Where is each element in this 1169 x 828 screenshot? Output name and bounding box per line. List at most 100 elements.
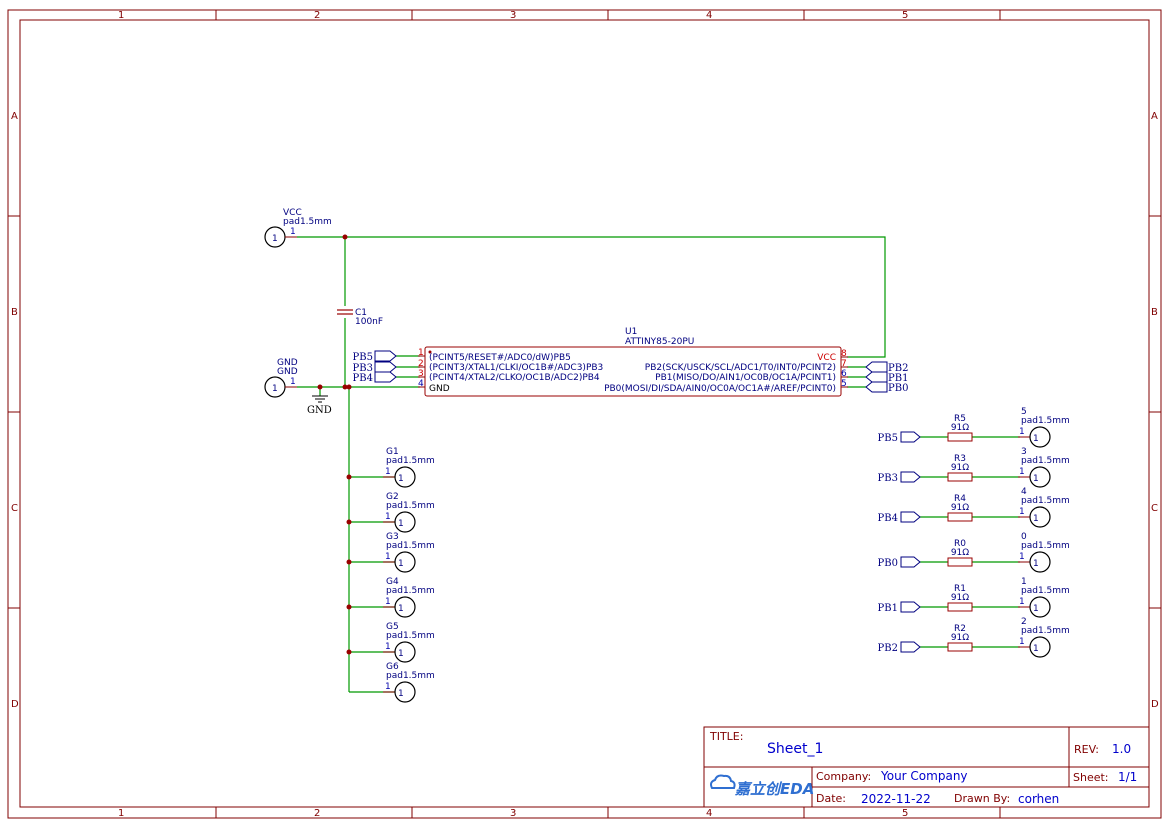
zone-column-label: 2 [314, 10, 320, 21]
ic-u1[interactable]: U1 ATTINY85-20PU 1 2 3 4 8 7 6 5 (PCINT5… [418, 327, 848, 397]
net-flag-label: PB4 [878, 513, 898, 524]
ground-pad-pin: 1 [385, 642, 391, 652]
gnd-pad-value: GND [277, 367, 298, 377]
led-pad-pin: 1 [1019, 637, 1025, 647]
net-flag[interactable]: PB3 [353, 361, 397, 374]
resistor-ref: R5 [954, 414, 966, 424]
u1-pin-name: (PCINT4/XTAL2/CLKO/OC1B/ADC2)PB4 [429, 373, 600, 383]
led-pad-value: pad1.5mm [1021, 586, 1070, 596]
u1-ref: U1 [625, 327, 637, 337]
led-pad-pin: 1 [1019, 467, 1025, 477]
ground-pad-label: 1 [398, 519, 404, 529]
u1-pin-num: 1 [418, 348, 424, 358]
net-flag[interactable]: PB4 [878, 511, 921, 524]
led-pad-label: 1 [1033, 644, 1039, 654]
u1-pin-name: VCC [817, 353, 836, 363]
zone-column-label: 5 [902, 10, 908, 21]
date-value: 2022-11-22 [861, 792, 931, 806]
net-flag[interactable]: PB1 [878, 601, 921, 614]
ground-pad-pin: 1 [385, 597, 391, 607]
ground-pad-value: pad1.5mm [386, 631, 435, 641]
capacitor-c1[interactable]: C1 100nF [337, 308, 383, 327]
resistor-ref: R1 [954, 584, 966, 594]
gnd-pad-pin: 1 [290, 377, 296, 387]
led-pad-pin: 1 [1019, 427, 1025, 437]
zone-row-label: D [11, 699, 19, 710]
led-pad-value: pad1.5mm [1021, 541, 1070, 551]
net-flag-label: PB2 [888, 363, 908, 374]
drawing-frame [7, 9, 1162, 819]
net-flag[interactable]: PB3 [878, 471, 921, 484]
u1-pin-name: PB2(SCK/USCK/SCL/ADC1/T0/INT0/PCINT2) [645, 363, 836, 373]
led-pad-label: 1 [1033, 559, 1039, 569]
company-label: Company: [816, 770, 871, 783]
eda-logo-text: 嘉立创EDA [734, 780, 814, 798]
sheet-title: Sheet_1 [767, 741, 823, 757]
left-net-flags: PB5 PB3 PB4 [353, 350, 397, 384]
net-flag[interactable]: PB1 [865, 371, 908, 384]
zone-row-label: A [11, 111, 18, 122]
ground-pads: G1pad1.5mm11G2pad1.5mm11G3pad1.5mm11G4pa… [383, 447, 435, 703]
c1-ref: C1 [355, 308, 367, 318]
net-flag[interactable]: PB0 [878, 556, 921, 569]
gnd-pad-label: 1 [272, 384, 278, 394]
resistor-ref: R4 [954, 494, 966, 504]
drawn-by-label: Drawn By: [954, 792, 1010, 805]
led-pad-value: pad1.5mm [1021, 456, 1070, 466]
vcc-pad-label: 1 [272, 234, 278, 244]
net-flag[interactable]: PB0 [865, 381, 908, 394]
zone-row-label: C [1151, 503, 1158, 514]
net-flag[interactable]: PB2 [865, 361, 908, 374]
zone-row-label: A [1151, 111, 1158, 122]
ground-pad-label: 1 [398, 559, 404, 569]
zone-column-label: 5 [902, 808, 908, 819]
net-flag[interactable]: PB2 [878, 641, 921, 654]
led-pad-ref: 1 [1021, 577, 1027, 587]
led-pad-ref: 4 [1021, 487, 1027, 497]
resistor-value: 91Ω [951, 548, 969, 558]
resistor-value: 91Ω [951, 633, 969, 643]
net-flag[interactable]: PB5 [878, 431, 921, 444]
u1-pin-name: PB0(MOSI/DI/SDA/AIN0/OC0A/OC1A#/AREF/PCI… [604, 384, 836, 394]
u1-value: ATTINY85-20PU [625, 337, 694, 347]
vcc-pad[interactable]: VCC pad1.5mm 1 1 [264, 208, 332, 248]
net-flag-label: PB1 [888, 373, 908, 384]
led-pad-pin: 1 [1019, 597, 1025, 607]
zone-column-label: 1 [118, 808, 124, 819]
zone-column-label: 4 [706, 10, 712, 21]
ground-pad-ref: G5 [386, 622, 399, 632]
u1-pin-num: 5 [841, 379, 847, 389]
net-flag[interactable]: PB4 [353, 371, 397, 384]
gnd-pad[interactable]: GND GND 1 1 [264, 358, 298, 398]
resistor-value: 91Ω [951, 593, 969, 603]
net-flag[interactable]: PB5 [353, 350, 397, 363]
led-pad-label: 1 [1033, 604, 1039, 614]
u1-pin-num: 4 [418, 379, 424, 389]
ground-pad-value: pad1.5mm [386, 586, 435, 596]
ground-pad-label: 1 [398, 649, 404, 659]
rev-label: REV: [1074, 743, 1099, 756]
ground-symbol[interactable]: GND [307, 395, 332, 416]
